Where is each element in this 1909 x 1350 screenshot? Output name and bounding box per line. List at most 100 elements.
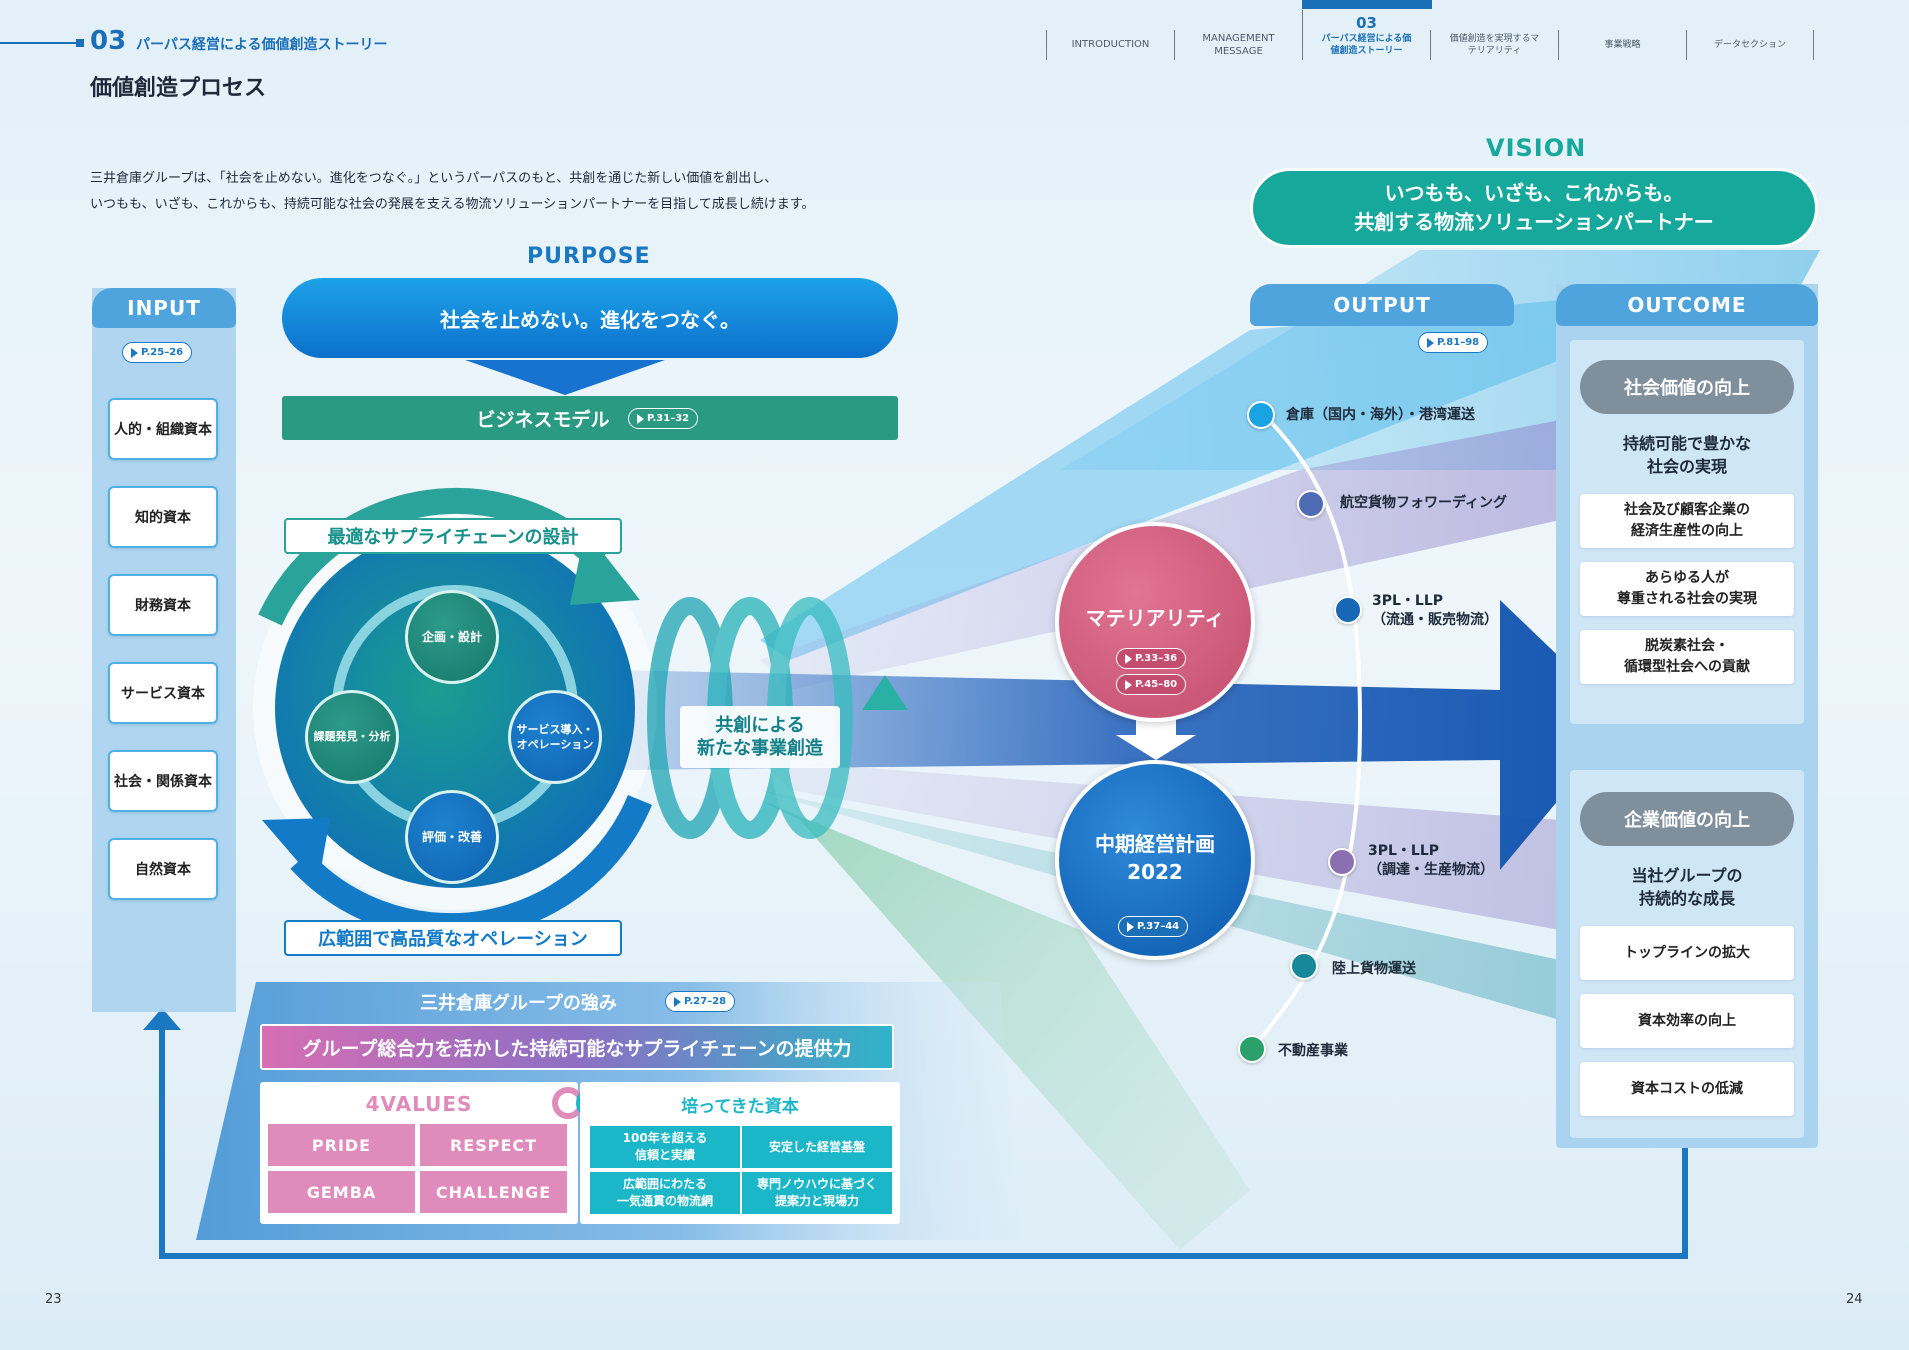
strengths-banner: グループ総合力を活かした持続可能なサプライチェーンの提供力 — [260, 1024, 894, 1070]
page-number-left: 23 — [45, 1292, 62, 1307]
corporate-value-item: 資本コストの低減 — [1580, 1062, 1794, 1116]
plan-label: 中期経営計画 2022 — [1055, 826, 1255, 890]
arrow-right-icon — [674, 996, 681, 1007]
output-dot — [1334, 596, 1362, 624]
input-item: 知的資本 — [108, 486, 218, 548]
capital-item: 100年を超える信頼と実績 — [590, 1126, 740, 1168]
page-number-right: 24 — [1846, 1292, 1863, 1307]
header-rule — [0, 42, 80, 44]
nav-tab-management-message[interactable]: MANAGEMENT MESSAGE — [1174, 30, 1302, 60]
materiality-ref-1[interactable]: P.33–36 — [1116, 648, 1187, 669]
output-ref[interactable]: P.81–98 — [1418, 332, 1489, 353]
strengths-title-row: 三井倉庫グループの強み — [420, 988, 750, 1016]
feedback-arrowhead — [143, 1008, 181, 1030]
cycle-bottom-arrowhead — [262, 818, 330, 885]
value-respect: RESPECT — [420, 1124, 567, 1166]
output-item-real-estate: 不動産事業 — [1278, 1043, 1348, 1059]
cocreation-label: 共創による 新たな事業創造 — [680, 706, 840, 768]
input-item: 人的・組織資本 — [108, 398, 218, 460]
cycle-node-plan-design: 企画・設計 — [405, 590, 499, 684]
input-item: 自然資本 — [108, 838, 218, 900]
input-item: 社会・関係資本 — [108, 750, 218, 812]
output-dot — [1290, 952, 1318, 980]
business-model-label: ビジネスモデル — [476, 408, 610, 431]
nav-tab-data-section[interactable]: データセクション — [1686, 30, 1814, 60]
output-item-3pl-distribution: 3PL・LLP （流通・販売物流） — [1372, 593, 1498, 628]
purpose-heading: PURPOSE — [527, 244, 651, 269]
materiality-ref-2[interactable]: P.45–80 — [1116, 674, 1187, 695]
nav-tab-materiality[interactable]: 価値創造を実現するマテリアリティ — [1430, 30, 1558, 60]
materiality-label: マテリアリティ — [1085, 605, 1225, 630]
feedback-loop — [159, 1030, 1688, 1259]
business-model-bar: ビジネスモデル — [282, 396, 898, 440]
output-dot — [1247, 401, 1275, 429]
value-gemba: GEMBA — [268, 1171, 415, 1213]
output-item-warehouse: 倉庫（国内・海外）・港湾運送 — [1286, 407, 1475, 423]
output-dot — [1297, 490, 1325, 518]
value-pride: PRIDE — [268, 1124, 415, 1166]
nav-tab-introduction[interactable]: INTRODUCTION — [1046, 30, 1174, 60]
plan-line-2: 2022 — [1127, 860, 1183, 884]
arrow-right-icon — [1125, 679, 1132, 690]
business-model-ref[interactable]: P.31–32 — [628, 408, 699, 429]
plan-ref[interactable]: P.37–44 — [1118, 916, 1189, 937]
social-value-item: 脱炭素社会・循環型社会への貢献 — [1580, 630, 1794, 684]
nav-tab-business-strategy[interactable]: 事業戦略 — [1558, 30, 1686, 60]
spiral-arrowhead — [862, 675, 908, 710]
vision-line-1: いつもも、いざも、これからも。 — [1384, 181, 1684, 205]
intro-line-1: 三井倉庫グループは、「社会を止めない。進化をつなぐ。」というパーパスのもと、共創… — [90, 171, 778, 186]
social-value-item: 社会及び顧客企業の経済生産性の向上 — [1580, 494, 1794, 548]
purpose-triangle — [465, 360, 665, 395]
section-title: パーパス経営による価値創造ストーリー — [136, 37, 388, 53]
nav-tab-value-creation-story[interactable]: 03 パーパス経営による価値創造ストーリー — [1302, 10, 1430, 60]
output-dot — [1328, 848, 1356, 876]
outcome-heading: OUTCOME — [1556, 284, 1818, 326]
value-challenge: CHALLENGE — [420, 1171, 567, 1213]
strengths-title: 三井倉庫グループの強み — [420, 993, 617, 1014]
capital-heading: 培ってきた資本 — [681, 1096, 799, 1117]
nav-tab-number: 03 — [1356, 13, 1377, 32]
cycle-node-service-operation: サービス導入・オペレーション — [508, 690, 602, 784]
output-item-land-transport: 陸上貨物運送 — [1332, 961, 1416, 977]
output-heading: OUTPUT — [1250, 284, 1514, 326]
capital-item: 専門ノウハウに基づく提案力と現場力 — [742, 1172, 892, 1214]
cycle-node-issue-analysis: 課題発見・分析 — [305, 690, 399, 784]
nav-tab-active-bar — [1302, 0, 1432, 9]
intro-text: 三井倉庫グループは、「社会を止めない。進化をつなぐ。」というパーパスのもと、共創… — [90, 166, 815, 218]
output-dot — [1238, 1035, 1266, 1063]
corporate-value-label: 企業価値の向上 — [1580, 792, 1794, 846]
arrow-right-icon — [637, 413, 644, 424]
cycle-disc — [275, 528, 635, 888]
cycle-node-evaluation: 評価・改善 — [405, 790, 499, 884]
plan-line-1: 中期経営計画 — [1095, 832, 1215, 856]
input-panel — [92, 288, 236, 1012]
vision-heading: VISION — [1486, 134, 1587, 162]
vision-line-2: 共創する物流ソリューションパートナー — [1354, 210, 1714, 234]
social-value-item: あらゆる人が尊重される社会の実現 — [1580, 562, 1794, 616]
materiality-arrow — [1116, 714, 1196, 760]
intro-line-2: いつもも、いざも、これからも、持続可能な社会の発展を支える物流ソリューションパー… — [90, 197, 815, 212]
input-item: 財務資本 — [108, 574, 218, 636]
output-item-3pl-procurement: 3PL・LLP （調達・生産物流） — [1368, 843, 1494, 878]
section-number: 03 — [90, 26, 127, 56]
output-item-air-forwarding: 航空貨物フォワーディング — [1340, 495, 1508, 511]
corporate-value-summary: 当社グループの 持続的な成長 — [1631, 865, 1743, 908]
input-ref[interactable]: P.25–26 — [122, 342, 193, 363]
corporate-value-item: トップラインの拡大 — [1580, 926, 1794, 980]
band-top — [760, 300, 1560, 660]
strengths-ref[interactable]: P.27–28 — [665, 991, 736, 1012]
cycle-bottom-label: 広範囲で高品質なオペレーション — [284, 920, 622, 956]
social-value-summary: 持続可能で豊かな 社会の実現 — [1622, 433, 1751, 476]
arrow-right-icon — [1427, 337, 1434, 348]
arrow-right-icon — [131, 347, 138, 358]
values-heading: 4VALUES — [365, 1092, 473, 1116]
social-value-label: 社会価値の向上 — [1580, 360, 1794, 414]
arrow-right-icon — [1125, 653, 1132, 664]
cycle-top-label: 最適なサプライチェーンの設計 — [284, 518, 622, 554]
vision-box: いつもも、いざも、これからも。 共創する物流ソリューションパートナー — [1250, 168, 1818, 248]
header-rule-dot — [76, 39, 84, 47]
input-heading: INPUT — [92, 288, 236, 328]
arrow-right-icon — [1127, 921, 1134, 932]
capital-item: 安定した経営基盤 — [742, 1126, 892, 1168]
page-title: 価値創造プロセス — [90, 76, 267, 101]
